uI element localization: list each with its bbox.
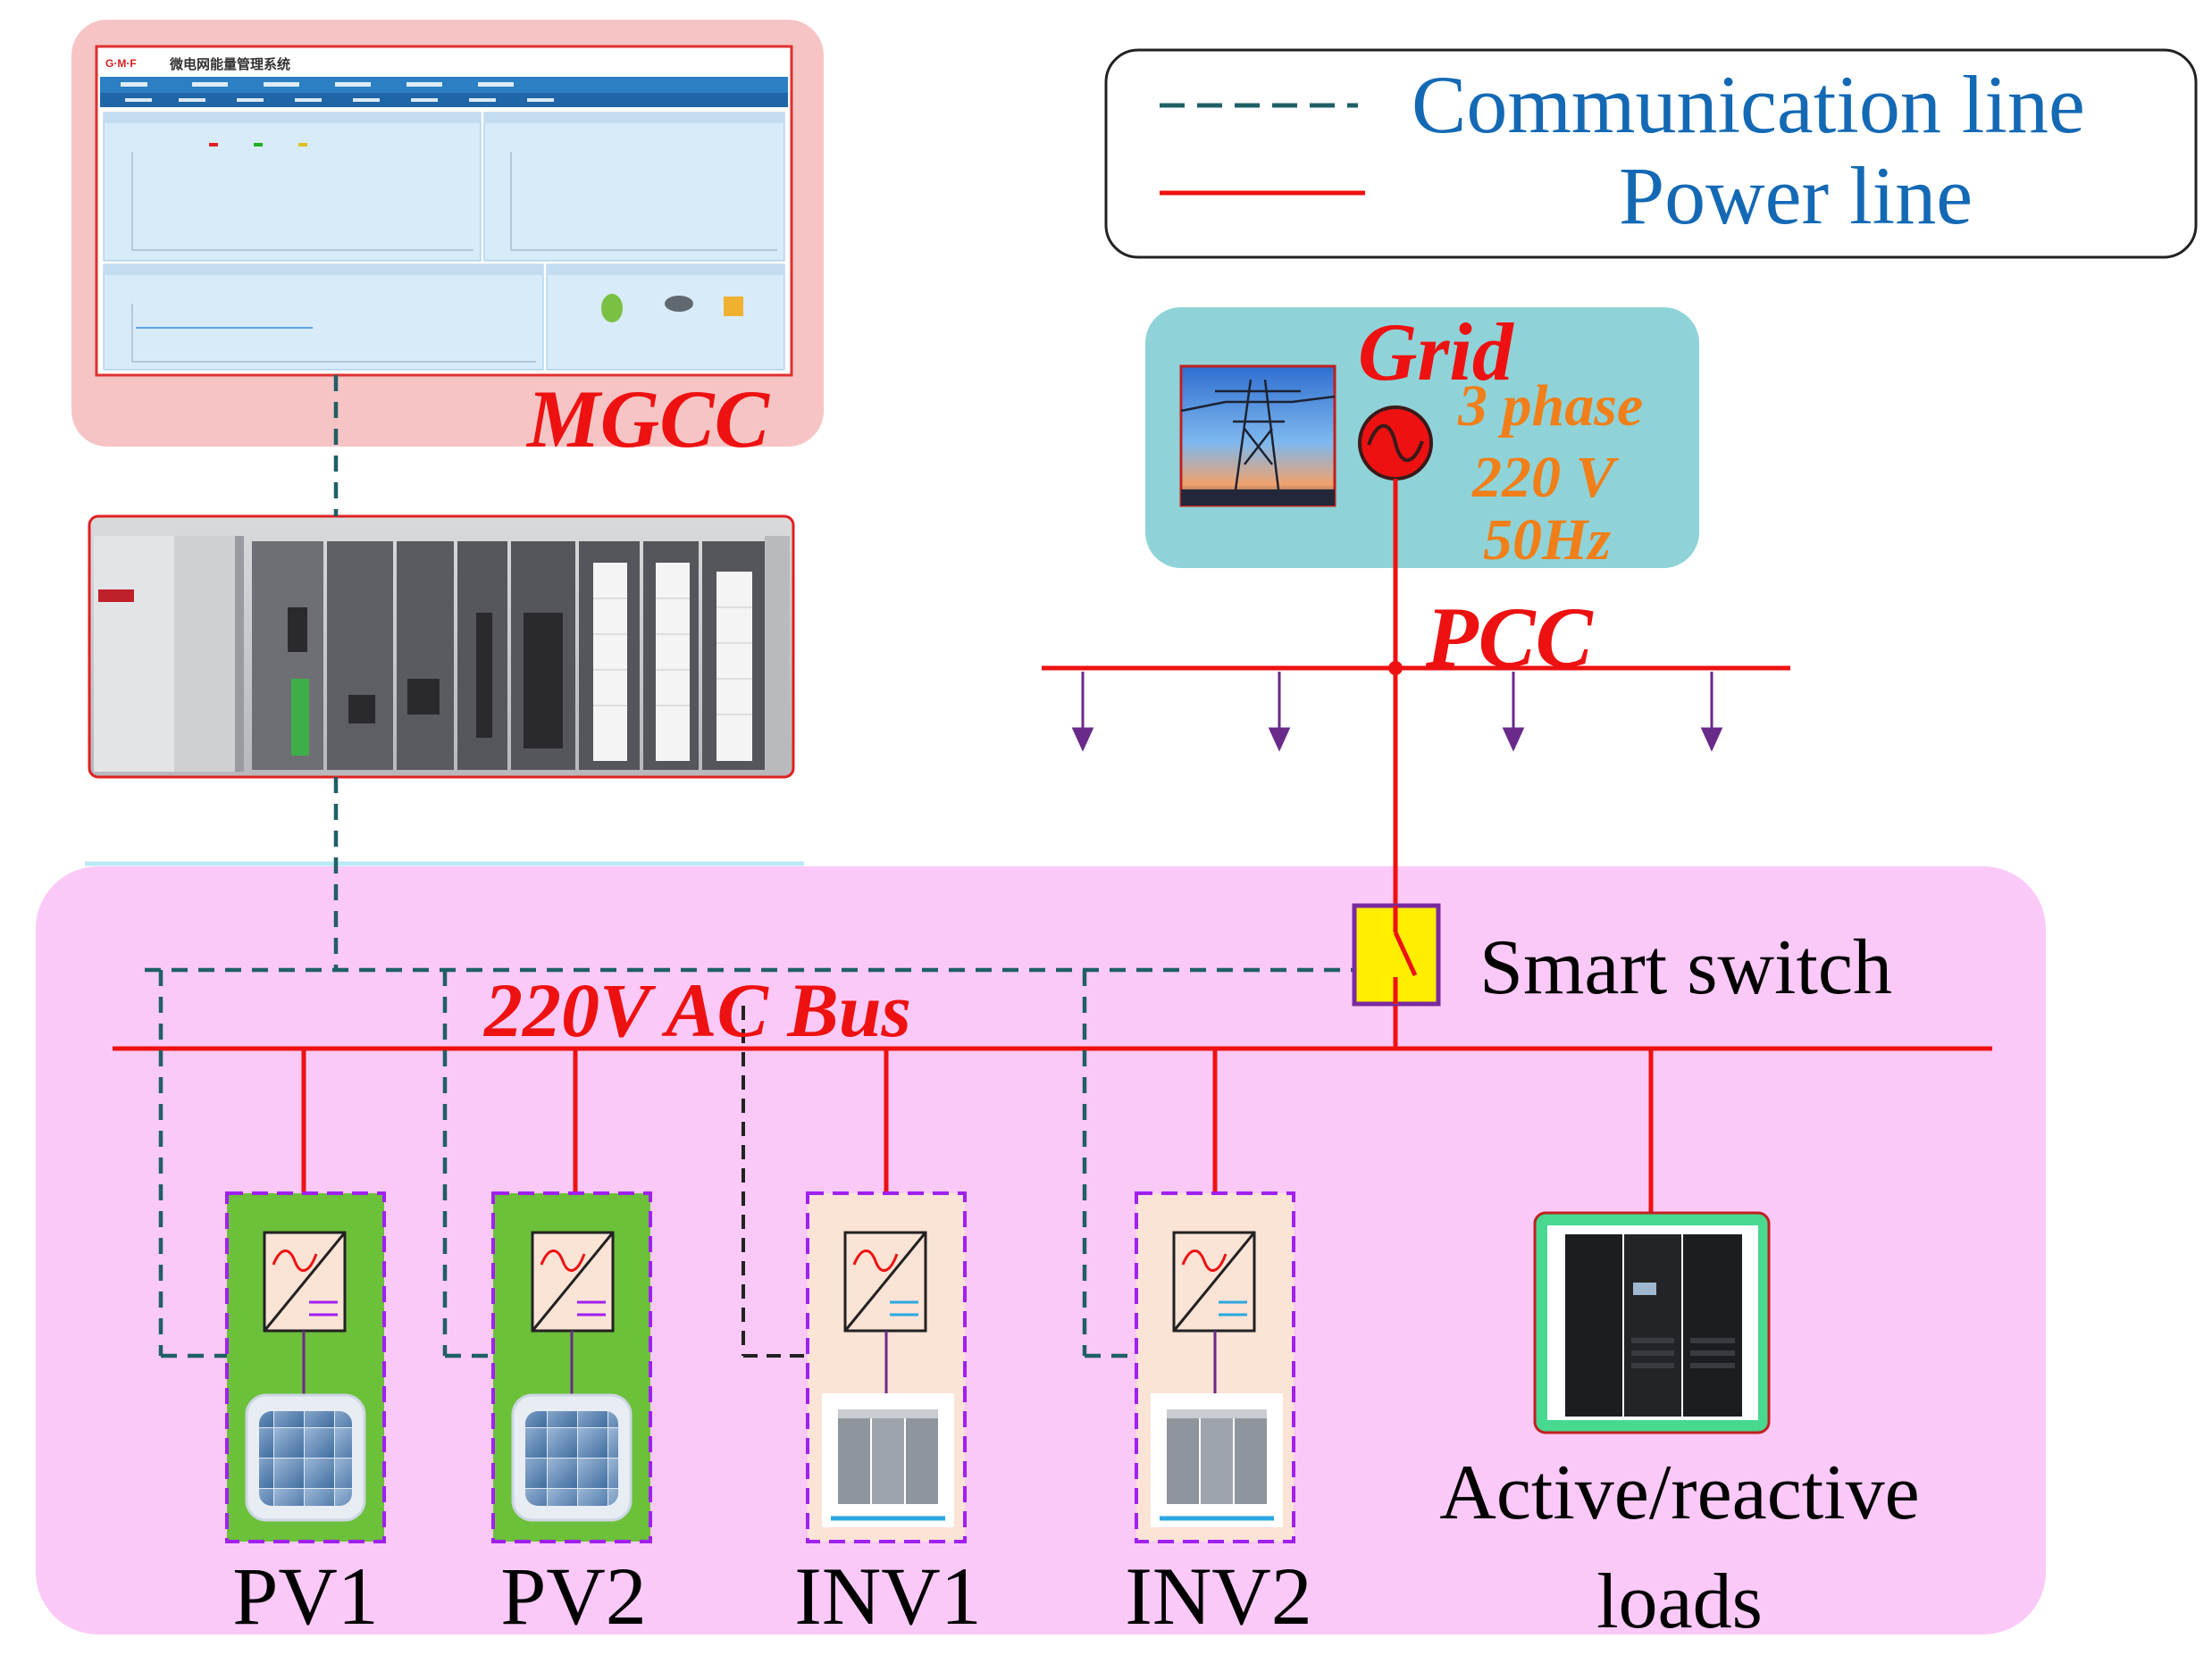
power-lines [113, 479, 1992, 1213]
loads-label-line2: loads [1596, 1559, 1763, 1645]
converter-icon [1172, 1231, 1256, 1333]
controller-hardware [88, 514, 795, 779]
grid-label: Grid [1358, 306, 1515, 397]
converter-icon [843, 1231, 927, 1333]
pcc-node [1388, 661, 1403, 675]
svg-text:G·M·F: G·M·F [105, 57, 137, 70]
converter-icon [531, 1231, 615, 1333]
mgcc-panel: G·M·F 微电网能量管理系统 [71, 20, 824, 464]
grid-phase: 3 phase [1457, 373, 1643, 439]
load-cabinet-icon [1565, 1234, 1742, 1417]
pcc-label: PCC [1425, 589, 1594, 685]
legend-box [1104, 48, 2198, 259]
loads-label-line1: Active/reactive [1439, 1450, 1919, 1536]
legend-power-label: Power line [1619, 150, 1973, 241]
pv2-unit[interactable] [491, 1191, 652, 1543]
grid-panel: Grid 3 phase 220 V 50Hz [1145, 306, 1699, 573]
unit-label-pv1: PV1 [232, 1551, 379, 1642]
inv1-unit[interactable] [806, 1191, 967, 1543]
legend-communication-label: Communication line [1412, 59, 2085, 150]
inv2-unit[interactable] [1135, 1191, 1295, 1543]
smart-switch[interactable] [1352, 903, 1441, 1007]
grid-voltage: 220 V [1471, 445, 1620, 510]
legend: Communication line Power line [1104, 48, 2198, 259]
loads-unit[interactable] [1533, 1211, 1771, 1434]
transmission-tower-photo [1179, 364, 1336, 507]
pv1-unit[interactable] [225, 1191, 386, 1543]
solar-panel-icon [511, 1393, 633, 1522]
mgcc-screen-title: 微电网能量管理系统 [169, 56, 290, 72]
converter-icon [263, 1231, 347, 1333]
battery-icon [822, 1393, 954, 1527]
unit-label-pv2: PV2 [500, 1551, 647, 1642]
mgcc-screen: G·M·F 微电网能量管理系统 [95, 45, 793, 377]
smart-switch-label: Smart switch [1479, 924, 1892, 1011]
battery-icon [1151, 1393, 1283, 1527]
grid-frequency: 50Hz [1483, 507, 1611, 573]
pcc-feeders [1071, 672, 1723, 752]
ac-bus-label: 220V AC Bus [482, 967, 911, 1053]
solar-panel-icon [245, 1393, 366, 1522]
unit-label-inv1: INV1 [794, 1551, 982, 1642]
communication-lines [145, 375, 1354, 1358]
mgcc-label: MGCC [525, 373, 771, 464]
unit-label-inv2: INV2 [1125, 1551, 1312, 1642]
